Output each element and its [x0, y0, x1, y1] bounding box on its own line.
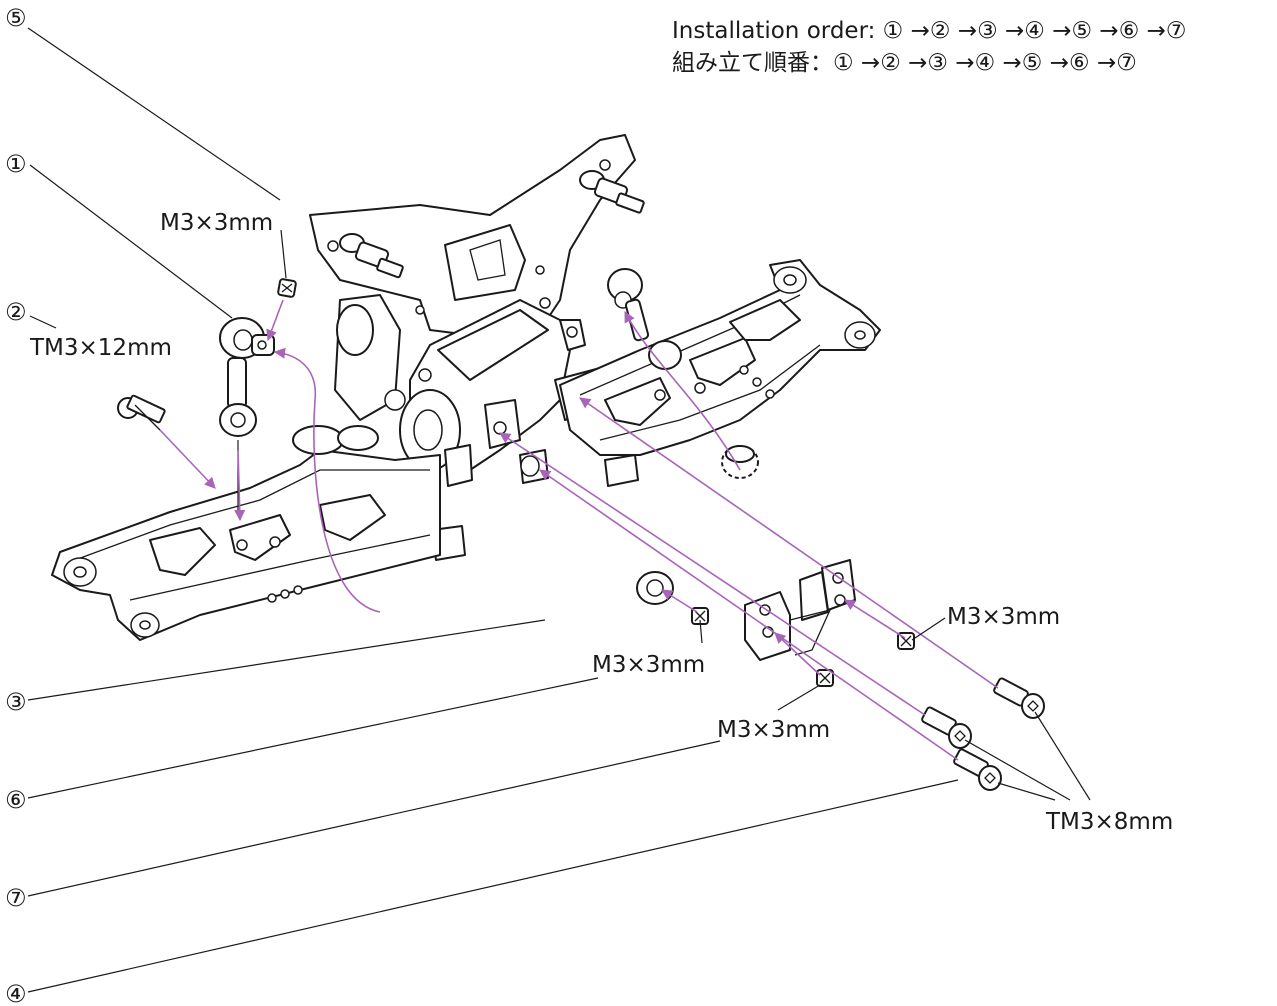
- left-suspension-arm: [51, 425, 441, 641]
- leader-lines: [27, 27, 1091, 993]
- installation-order-en: Installation order: ① →② →③ →④ →⑤ →⑥ →⑦: [672, 18, 1187, 44]
- tm3x8-screw-top: [993, 677, 1045, 719]
- label-m3x3-right: M3×3mm: [947, 604, 1060, 630]
- label-m3x3-step6: M3×3mm: [592, 652, 705, 678]
- step-2-number: ②: [5, 298, 27, 326]
- step-7-number: ⑦: [5, 884, 27, 912]
- tm3x12-screw: [117, 394, 166, 431]
- set-screw-step5: [277, 278, 297, 298]
- tm3x8-screw-low: [953, 748, 1002, 791]
- tm3x8-screw-mid: [921, 706, 972, 749]
- label-tm3x8: TM3×8mm: [1045, 809, 1173, 835]
- label-m3x3-step5: M3×3mm: [160, 210, 273, 236]
- assembly-arrows: [159, 299, 999, 761]
- installation-order-ja: 組み立て順番：① →② →③ →④ →⑤ →⑥ →⑦: [672, 50, 1137, 76]
- set-screw-step7: [816, 669, 834, 687]
- label-m3x3-step7: M3×3mm: [717, 717, 830, 743]
- right-shock-mount: [579, 170, 645, 214]
- anti-roll-bar-mount-bracket: [744, 559, 856, 661]
- anti-roll-bar: [381, 445, 759, 616]
- left-shock-mount: [339, 233, 404, 279]
- step-1-number: ①: [5, 150, 27, 178]
- step-3-number: ③: [5, 688, 27, 716]
- label-tm3x12: TM3×12mm: [29, 335, 172, 361]
- right-suspension-arm: [559, 259, 881, 456]
- shock-tower: [309, 134, 636, 336]
- right-rod-end-assembly: [607, 268, 682, 370]
- step-4-number: ④: [5, 980, 27, 1006]
- step-6-number: ⑥: [5, 786, 27, 814]
- step-5-number: ⑤: [5, 4, 27, 32]
